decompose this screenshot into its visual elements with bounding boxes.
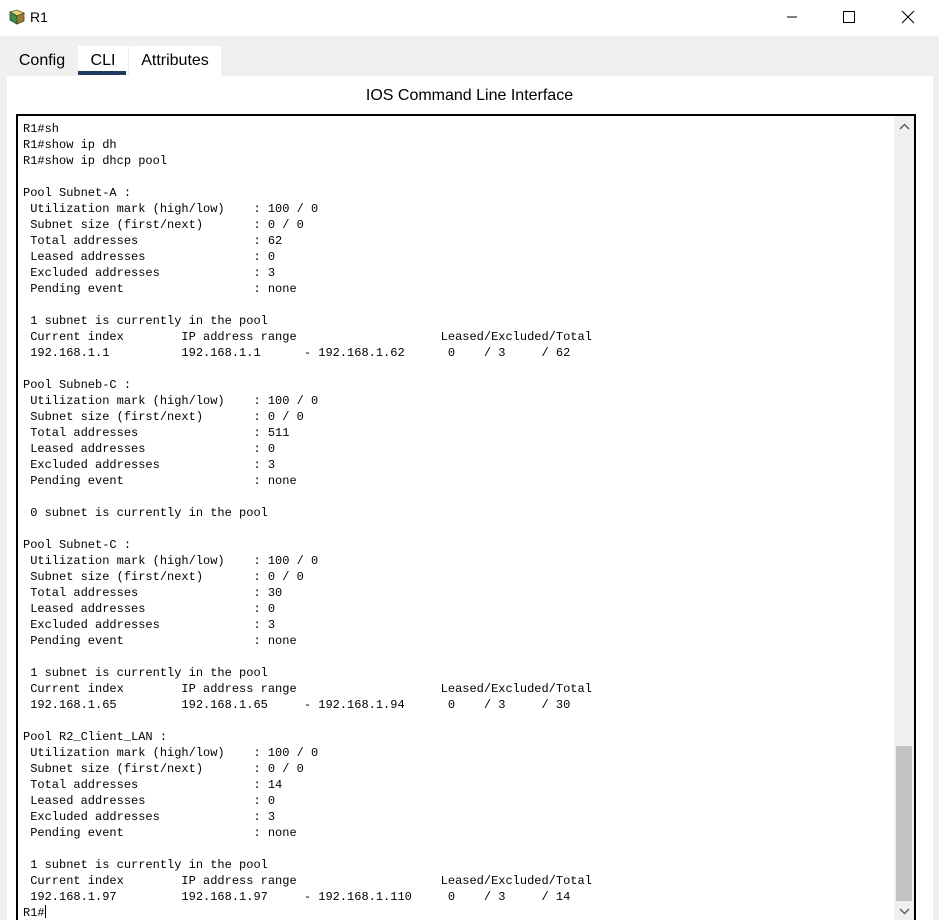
terminal-line: Excluded addresses : 3 — [23, 618, 276, 632]
terminal-line: Subnet size (first/next) : 0 / 0 — [23, 218, 304, 232]
terminal-line: Excluded addresses : 3 — [23, 810, 276, 824]
terminal-line: Total addresses : 30 — [23, 586, 283, 600]
terminal-line: Excluded addresses : 3 — [23, 266, 276, 280]
terminal-line: R1#show ip dh — [23, 138, 117, 152]
tab-config[interactable]: Config — [18, 52, 66, 69]
terminal-line: Pool Subnet-C : — [23, 538, 132, 552]
terminal-line: Subnet size (first/next) : 0 / 0 — [23, 570, 304, 584]
maximize-icon — [843, 11, 855, 23]
terminal-line: Pending event : none — [23, 474, 297, 488]
chevron-down-icon — [898, 902, 910, 920]
tab-bar: Config CLI Attributes — [7, 46, 933, 76]
terminal-line: Current index IP address range Leased/Ex… — [23, 330, 592, 344]
terminal-lines: R1#sh R1#show ip dh R1#show ip dhcp pool… — [23, 122, 592, 904]
terminal-line: Subnet size (first/next) : 0 / 0 — [23, 410, 304, 424]
terminal-line: Pending event : none — [23, 826, 297, 840]
panel-title: IOS Command Line Interface — [365, 87, 574, 104]
terminal-line: 1 subnet is currently in the pool — [23, 314, 268, 328]
tab-attributes[interactable]: Attributes — [129, 46, 221, 76]
cli-terminal[interactable]: R1#sh R1#show ip dh R1#show ip dhcp pool… — [16, 114, 916, 920]
close-icon — [901, 10, 915, 24]
terminal-line: Utilization mark (high/low) : 100 / 0 — [23, 394, 319, 408]
terminal-line: Subnet size (first/next) : 0 / 0 — [23, 762, 304, 776]
terminal-line: 0 subnet is currently in the pool — [23, 506, 268, 520]
close-button[interactable] — [885, 0, 931, 34]
terminal-line: 192.168.1.97 192.168.1.97 - 192.168.1.11… — [23, 890, 571, 904]
terminal-output: R1#sh R1#show ip dh R1#show ip dhcp pool… — [23, 121, 592, 920]
active-tab-indicator — [78, 71, 126, 75]
terminal-line: Current index IP address range Leased/Ex… — [23, 682, 592, 696]
minimize-icon — [786, 11, 798, 23]
chevron-up-icon — [898, 117, 910, 135]
vertical-scrollbar[interactable] — [894, 116, 914, 920]
terminal-line: Utilization mark (high/low) : 100 / 0 — [23, 202, 319, 216]
terminal-line: Pending event : none — [23, 282, 297, 296]
terminal-line: Total addresses : 511 — [23, 426, 290, 440]
terminal-line: Leased addresses : 0 — [23, 794, 276, 808]
terminal-line: R1#sh — [23, 122, 60, 136]
terminal-line: Utilization mark (high/low) : 100 / 0 — [23, 746, 319, 760]
terminal-line: Pool R2_Client_LAN : — [23, 730, 168, 744]
terminal-line: Current index IP address range Leased/Ex… — [23, 874, 592, 888]
terminal-line: Utilization mark (high/low) : 100 / 0 — [23, 554, 319, 568]
terminal-line: 1 subnet is currently in the pool — [23, 666, 268, 680]
terminal-line: R1#show ip dhcp pool — [23, 154, 168, 168]
scroll-thumb[interactable] — [896, 746, 912, 901]
scroll-down-button[interactable] — [894, 902, 914, 920]
terminal-prompt: R1# — [23, 906, 45, 920]
terminal-line: Total addresses : 14 — [23, 778, 283, 792]
terminal-line: 1 subnet is currently in the pool — [23, 858, 268, 872]
terminal-line: Leased addresses : 0 — [23, 442, 276, 456]
terminal-line: Excluded addresses : 3 — [23, 458, 276, 472]
terminal-line: Pool Subneb-C : — [23, 378, 132, 392]
scroll-up-button[interactable] — [894, 116, 914, 136]
terminal-line: Leased addresses : 0 — [23, 602, 276, 616]
maximize-button[interactable] — [826, 0, 872, 34]
terminal-line: Total addresses : 62 — [23, 234, 283, 248]
terminal-line: 192.168.1.1 192.168.1.1 - 192.168.1.62 0… — [23, 346, 571, 360]
terminal-line: 192.168.1.65 192.168.1.65 - 192.168.1.94… — [23, 698, 571, 712]
terminal-line: Pending event : none — [23, 634, 297, 648]
text-cursor — [44, 905, 46, 918]
minimize-button[interactable] — [769, 0, 815, 34]
title-bar: R1 — [0, 0, 939, 36]
terminal-line: Pool Subnet-A : — [23, 186, 132, 200]
terminal-line: Leased addresses : 0 — [23, 250, 276, 264]
window-title: R1 — [30, 9, 48, 25]
router-icon[interactable] — [8, 9, 26, 25]
